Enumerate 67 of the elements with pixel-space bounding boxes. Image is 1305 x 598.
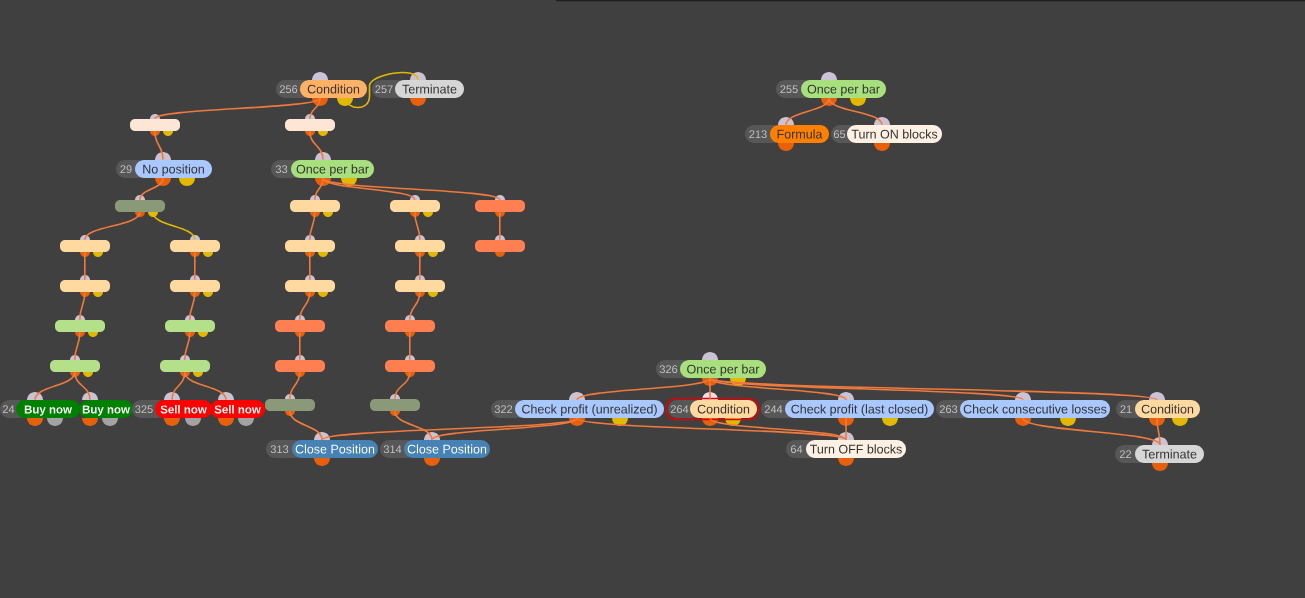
connector <box>414 211 421 241</box>
connector <box>309 211 316 241</box>
connector <box>394 371 411 400</box>
block-label: Turn OFF blocks <box>806 440 906 458</box>
connector <box>299 291 311 321</box>
connector <box>189 291 196 321</box>
connector <box>431 417 578 441</box>
connector <box>84 251 86 281</box>
connector <box>84 211 141 241</box>
connector <box>289 371 301 400</box>
block-label: Once per bar <box>801 80 886 98</box>
block-label: Turn ON blocks <box>847 125 942 143</box>
connector <box>154 97 321 120</box>
connector <box>322 177 501 201</box>
connector <box>309 130 324 161</box>
block-label: Close Position <box>292 440 378 458</box>
block-label: Once per bar <box>291 160 374 178</box>
block-label: Sell now <box>210 400 265 418</box>
connector <box>152 211 196 241</box>
block-label: Terminate <box>1135 445 1204 463</box>
connector <box>321 417 578 441</box>
connector <box>409 331 411 361</box>
block-label: Condition <box>300 80 367 98</box>
connector <box>499 211 501 241</box>
connector <box>828 97 883 126</box>
block-label: Terminate <box>395 80 464 98</box>
connector <box>785 97 830 126</box>
connector <box>1156 417 1161 446</box>
block-label: No position <box>135 160 212 178</box>
connector <box>709 377 711 401</box>
connector <box>289 410 323 441</box>
node-label: Sell now <box>214 405 261 414</box>
block-label: Buy now <box>79 400 133 418</box>
block-label: Close Position <box>404 440 490 458</box>
block-label: Formula <box>770 125 829 143</box>
connector <box>184 331 191 361</box>
block-label: Condition <box>1135 400 1200 418</box>
connector <box>1022 417 1161 446</box>
connector <box>709 377 1158 401</box>
block-label: Condition <box>690 400 757 418</box>
connector <box>299 331 301 361</box>
block-label: Check profit (last closed) <box>785 400 934 418</box>
connector <box>139 177 164 201</box>
connector <box>322 177 416 201</box>
connector <box>74 331 81 361</box>
connector <box>79 291 86 321</box>
connector <box>576 377 711 401</box>
connector <box>309 251 311 281</box>
connector <box>394 410 433 441</box>
connector <box>419 251 421 281</box>
block-label: Check consecutive losses <box>960 400 1110 418</box>
connector <box>576 417 847 441</box>
connector <box>709 377 847 401</box>
connector <box>74 371 91 401</box>
connector <box>34 371 76 401</box>
connector <box>709 417 847 441</box>
connector <box>409 291 421 321</box>
connector <box>194 251 196 281</box>
block-label: Check profit (unrealized) <box>515 400 664 418</box>
block-label: Sell now <box>155 400 212 418</box>
block-label: Buy now <box>16 400 80 418</box>
block-label: Once per bar <box>680 360 766 378</box>
connector <box>154 130 164 161</box>
connector <box>314 177 324 201</box>
connector <box>309 97 321 120</box>
connector <box>709 377 1024 401</box>
connector <box>845 417 847 441</box>
